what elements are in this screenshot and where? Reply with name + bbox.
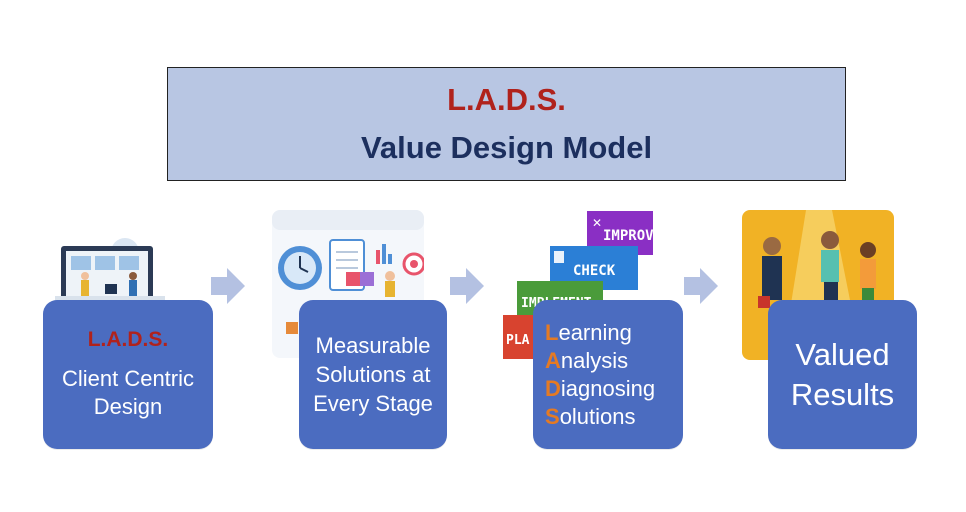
card-line: Client Centric (61, 366, 195, 391)
improve-label: IMPROV (603, 228, 654, 244)
check-label: CHECK (573, 263, 616, 279)
acronym-rest: iagnosing (560, 375, 656, 401)
acronym-initial: D (545, 375, 561, 401)
acronym-line: Diagnosing (545, 375, 655, 403)
arrow-right-icon (684, 268, 718, 304)
acronym-initial: A (545, 347, 561, 373)
banner-brand: L.A.D.S. (447, 82, 566, 117)
card-line: Solutions at (315, 362, 431, 387)
acronym-initial: S (545, 403, 560, 429)
arrow-right-icon (450, 268, 484, 304)
card-line: Every Stage (313, 391, 433, 416)
acronym-rest: nalysis (560, 347, 629, 373)
card-client-centric-design: L.A.D.S. Client Centric Design (43, 300, 213, 449)
acronym-line: Analysis (545, 347, 628, 375)
title-banner: L.A.D.S. Value Design Model (167, 67, 846, 181)
svg-text:✕: ✕ (592, 216, 602, 230)
card-brand: L.A.D.S. (87, 328, 169, 351)
card-measurable-solutions: Measurable Solutions at Every Stage (299, 300, 447, 449)
card-lads-acronym: Learning Analysis Diagnosing Solutions (533, 300, 683, 449)
acronym-rest: olutions (559, 403, 636, 429)
card-line: Design (93, 394, 163, 419)
acronym-line: Solutions (545, 403, 636, 431)
banner-subtitle: Value Design Model (360, 130, 653, 165)
presentation-illustration (55, 238, 165, 302)
acronym-initial: L (545, 319, 559, 345)
arrow-right-icon (211, 268, 245, 304)
card-valued-results: Valued Results (768, 300, 917, 449)
card-line: Valued (795, 336, 890, 372)
plan-label: PLA (506, 333, 530, 348)
card-line: Results (790, 376, 895, 412)
card-line: Measurable (315, 333, 431, 358)
acronym-rest: earning (558, 319, 632, 345)
acronym-line: Learning (545, 319, 632, 347)
